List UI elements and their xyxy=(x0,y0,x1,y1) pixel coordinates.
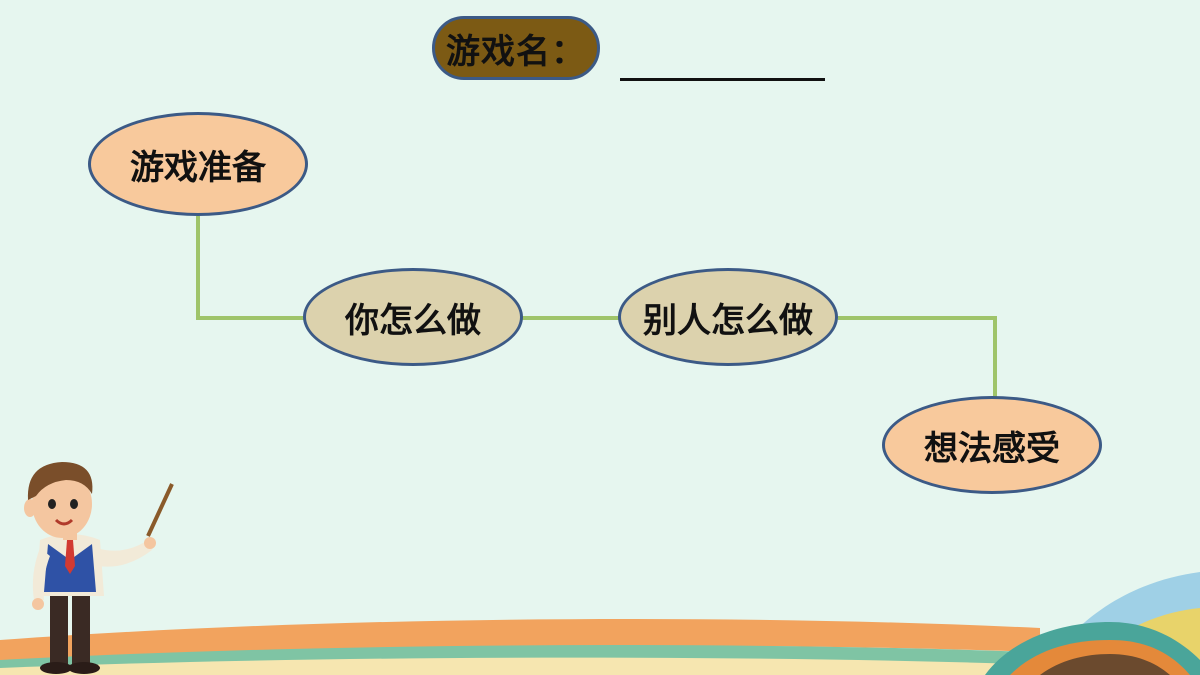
game-name-blank-line xyxy=(620,78,825,81)
connector-prep-to-you xyxy=(196,216,305,320)
teacher-icon xyxy=(24,462,174,674)
game-name-label: 游戏名： xyxy=(432,16,600,80)
wave-orange xyxy=(0,618,1040,664)
connector-others-to-feelings xyxy=(838,316,997,398)
arc-brown xyxy=(1040,654,1170,675)
node-thoughts-feelings: 想法感受 xyxy=(882,396,1102,494)
node-what-others-do: 别人怎么做 xyxy=(618,268,838,366)
node-game-preparation: 游戏准备 xyxy=(88,112,308,216)
node-what-you-do: 你怎么做 xyxy=(303,268,523,366)
wave-cream xyxy=(0,657,1020,675)
